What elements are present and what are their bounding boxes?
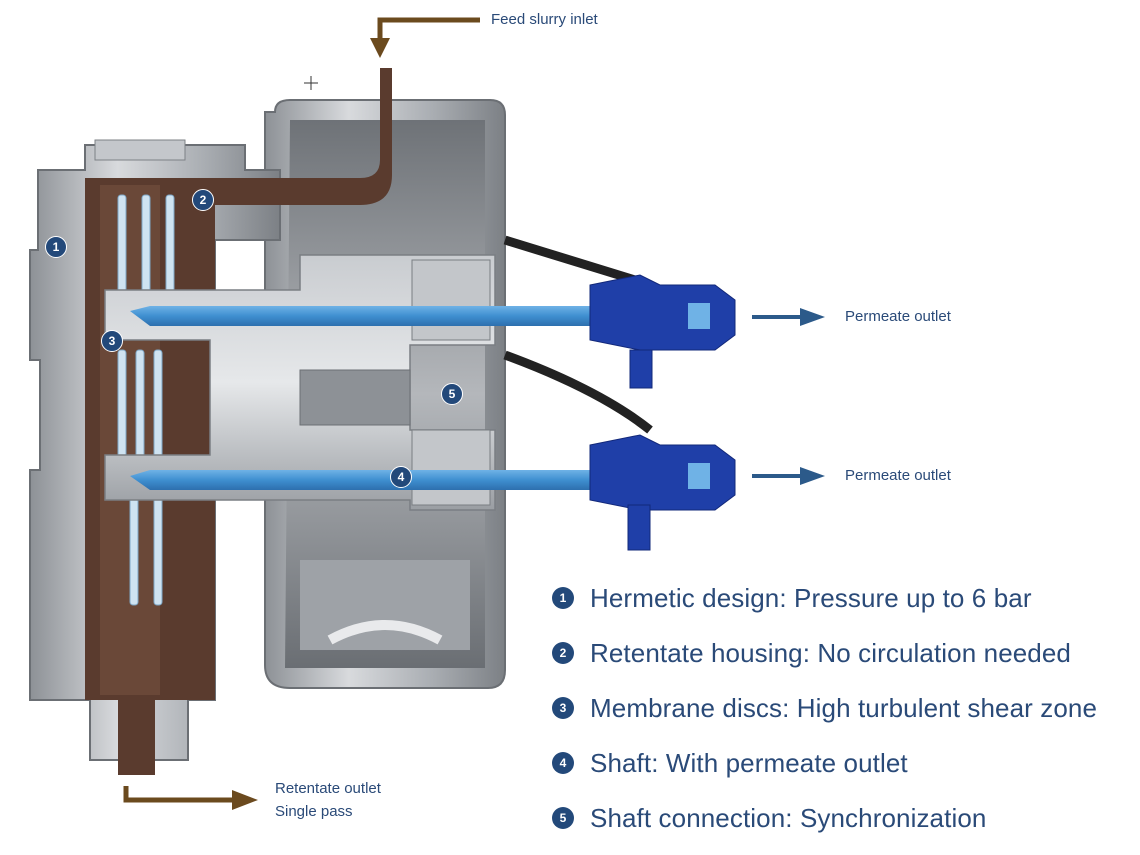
callout-2: 2 xyxy=(192,189,214,211)
legend-text: Membrane discs: High turbulent shear zon… xyxy=(590,692,1098,723)
crosshair-cursor-icon xyxy=(304,76,318,90)
legend-text: Shaft connection: Synchronization xyxy=(590,802,987,833)
callout-4: 4 xyxy=(390,466,412,488)
legend-number-badge: 3 xyxy=(552,697,574,719)
legend-item: 3 Membrane discs: High turbulent shear z… xyxy=(552,688,1097,728)
retentate-outlet-arrow xyxy=(123,786,258,810)
permeate-fittings xyxy=(589,274,736,551)
feed-inlet-arrow xyxy=(370,17,480,58)
permeate-outlet-arrow-bottom xyxy=(752,467,825,485)
permeate-outlet-top-label: Permeate outlet xyxy=(845,308,951,325)
single-pass-label: Single pass xyxy=(275,803,353,820)
permeate-outlet-bottom-label: Permeate outlet xyxy=(845,467,951,484)
legend-number-badge: 2 xyxy=(552,642,574,664)
feed-slurry-inlet-label: Feed slurry inlet xyxy=(491,11,598,28)
legend-text: Shaft: With permeate outlet xyxy=(590,747,908,778)
legend-number-badge: 4 xyxy=(552,752,574,774)
legend-item: 2 Retentate housing: No circulation need… xyxy=(552,633,1071,673)
legend-text: Retentate housing: No circulation needed xyxy=(590,637,1071,668)
legend-item: 1 Hermetic design: Pressure up to 6 bar xyxy=(552,578,1032,618)
permeate-shafts xyxy=(130,306,640,490)
permeate-hoses xyxy=(503,235,653,434)
legend-text: Hermetic design: Pressure up to 6 bar xyxy=(590,582,1032,613)
legend-item: 4 Shaft: With permeate outlet xyxy=(552,743,908,783)
retentate-outlet-label: Retentate outlet xyxy=(275,780,381,797)
legend-item: 5 Shaft connection: Synchronization xyxy=(552,798,986,838)
permeate-outlet-arrow-top xyxy=(752,308,825,326)
callout-1: 1 xyxy=(45,236,67,258)
legend-number-badge: 1 xyxy=(552,587,574,609)
callout-5: 5 xyxy=(441,383,463,405)
legend-number-badge: 5 xyxy=(552,807,574,829)
callout-3: 3 xyxy=(101,330,123,352)
